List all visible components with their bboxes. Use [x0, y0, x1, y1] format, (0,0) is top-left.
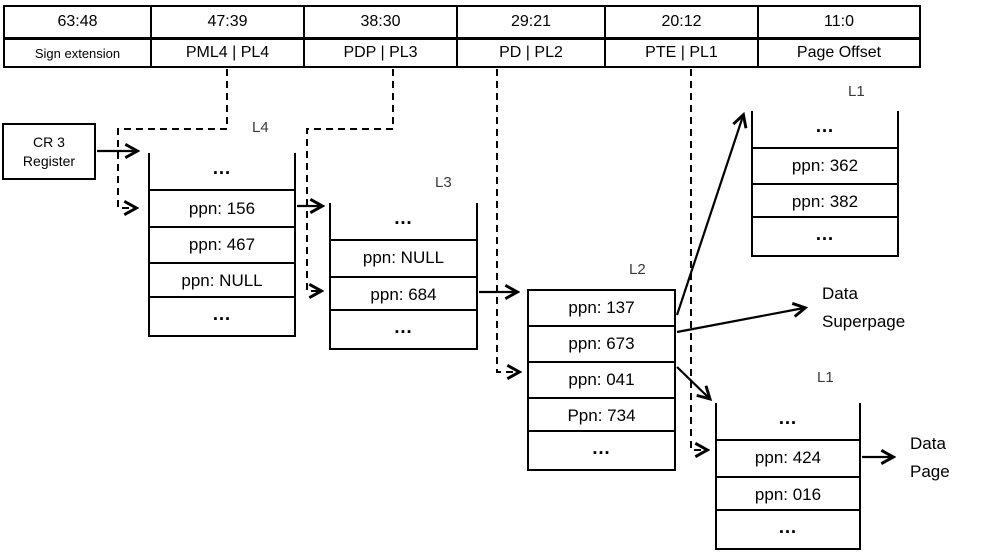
page-table-l3-label: L3 [435, 174, 452, 191]
page-table-l1-top-label: L1 [848, 83, 865, 100]
page-table-l2: ppn: 137 ppn: 673 ppn: 041 Ppn: 734 … [527, 289, 676, 471]
table-row: … [753, 216, 897, 252]
page-table-l1-bottom-label: L1 [817, 369, 834, 386]
field-label: Page Offset [796, 44, 882, 61]
data-superpage-label: Data Superpage [822, 280, 905, 336]
data-page-label: Data Page [910, 430, 950, 486]
table-row: … [529, 430, 674, 466]
table-row: … [331, 202, 476, 237]
bit-range: 20:12 [606, 7, 757, 40]
field-label: PDP | PL3 [343, 44, 418, 61]
bit-range: 47:39 [152, 7, 303, 40]
table-row: ppn: 673 [529, 325, 674, 361]
field-label: PTE | PL1 [645, 44, 718, 61]
page-table-l2-label: L2 [629, 261, 646, 278]
l2-ppn137-to-l1-top-arrow [675, 116, 743, 316]
pd-index-dashed-connector [496, 69, 518, 372]
table-row: ppn: 137 [529, 291, 674, 325]
table-row: ppn: 156 [150, 189, 294, 226]
bitfield-cell-pte: 20:12 PTE | PL1 [606, 7, 759, 66]
bit-range: 29:21 [458, 7, 604, 40]
cr3-line1: CR 3 [33, 133, 65, 150]
table-row: ppn: NULL [150, 262, 294, 299]
data-superpage-line1: Data [822, 284, 858, 303]
table-row: ppn: NULL [331, 239, 476, 276]
bitfield-cell-pdp: 38:30 PDP | PL3 [305, 7, 458, 66]
field-label: PD | PL2 [499, 44, 563, 61]
table-row: ppn: 467 [150, 225, 294, 263]
l2-ppn673-to-data-superpage-arrow [676, 308, 804, 334]
field-label: Sign extension [34, 45, 121, 61]
l2-ppn041-to-l1-bottom-arrow [676, 366, 709, 398]
bit-range: 63:48 [5, 7, 150, 40]
page-table-l3: … ppn: NULL ppn: 684 … [329, 202, 478, 350]
table-row: … [331, 308, 476, 345]
table-row: ppn: 684 [331, 275, 476, 312]
bitfield-cell-pd: 29:21 PD | PL2 [458, 7, 606, 66]
table-row: … [150, 152, 294, 187]
bitfield-cell-sign-extension: 63:48 Sign extension [5, 7, 152, 66]
table-row: Ppn: 734 [529, 397, 674, 433]
table-row: ppn: 016 [717, 475, 859, 512]
table-row: … [150, 295, 294, 333]
data-superpage-line2: Superpage [822, 312, 906, 331]
bit-range: 38:30 [305, 7, 456, 40]
table-row: ppn: 424 [717, 439, 859, 476]
cr3-line2: Register [22, 152, 76, 169]
table-row: … [717, 402, 859, 437]
data-page-line1: Data [910, 434, 946, 453]
table-row: ppn: 362 [753, 147, 897, 183]
field-label: PML4 | PL4 [185, 44, 270, 61]
table-row: … [717, 508, 859, 545]
table-row: ppn: 382 [753, 183, 897, 219]
pte-index-dashed-connector [690, 69, 706, 450]
page-table-l1-top: … ppn: 362 ppn: 382 … [751, 110, 899, 257]
bitfield-cell-page-offset: 11:0 Page Offset [759, 7, 919, 66]
table-row: … [753, 110, 897, 144]
table-row: ppn: 041 [529, 361, 674, 397]
cr3-register-box: CR 3 Register [2, 123, 96, 180]
bitfield-cell-pml4: 47:39 PML4 | PL4 [152, 7, 305, 66]
page-table-l4-label: L4 [252, 119, 269, 136]
bit-range: 11:0 [759, 7, 919, 40]
page-table-l1-bottom: … ppn: 424 ppn: 016 … [715, 402, 861, 550]
data-page-line2: Page [910, 462, 950, 481]
page-table-l4: … ppn: 156 ppn: 467 ppn: NULL … [148, 152, 296, 337]
virtual-address-bitfield-table: 63:48 Sign extension 47:39 PML4 | PL4 38… [3, 5, 921, 68]
